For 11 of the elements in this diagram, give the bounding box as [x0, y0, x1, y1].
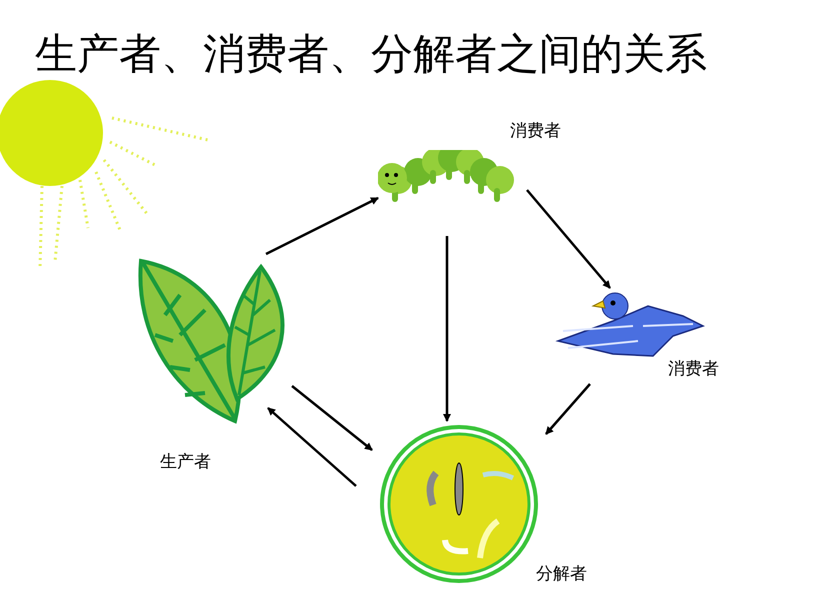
arrow [545, 383, 591, 435]
node-label: 生产者 [160, 453, 211, 472]
arrow [265, 196, 379, 256]
title: 生产者、消费者、分解者之间的关系 [35, 28, 707, 80]
node-label: 消费者 [668, 360, 719, 379]
arrow [526, 189, 611, 289]
arrow [267, 407, 357, 487]
arrow [443, 236, 451, 422]
node-label: 分解者 [536, 565, 587, 584]
arrow [291, 385, 373, 451]
node-label: 消费者 [510, 122, 561, 141]
